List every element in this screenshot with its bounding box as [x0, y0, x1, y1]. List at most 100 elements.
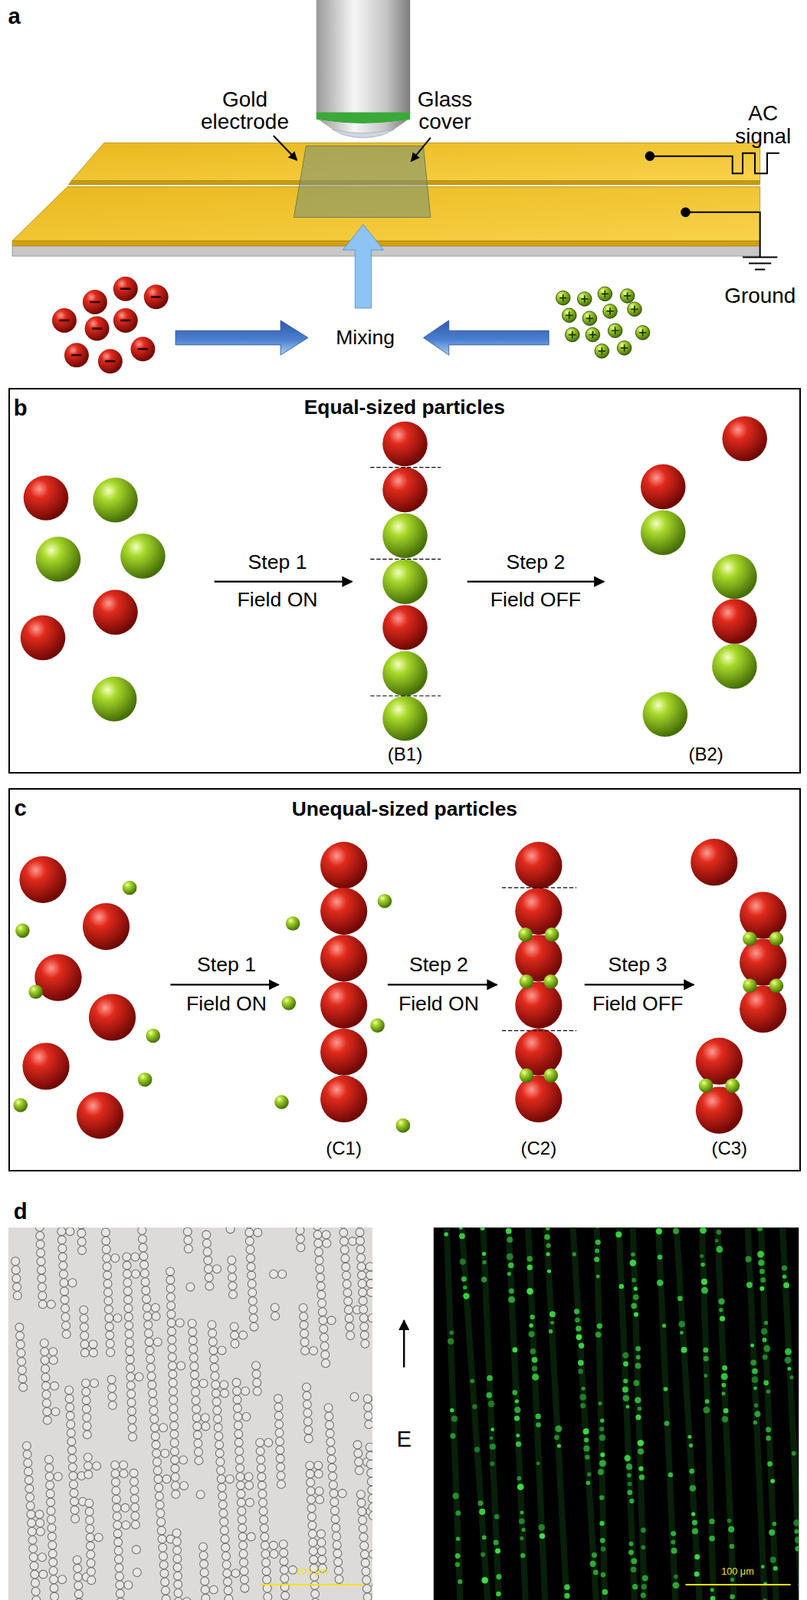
chain-glow: [633, 1226, 645, 1600]
fluorescent-dot: [626, 1472, 632, 1478]
bead: [160, 1577, 170, 1586]
fluorescent-dot: [597, 1400, 602, 1405]
fluorescent-dot: [782, 1274, 787, 1279]
bead: [256, 1455, 266, 1464]
bead: [29, 1552, 38, 1562]
bead: [37, 1552, 46, 1562]
bead: [127, 1406, 136, 1415]
fluorescent-dot: [630, 1251, 636, 1257]
bead: [276, 1462, 286, 1471]
condition-label: Field OFF: [592, 993, 683, 1015]
bead: [331, 1522, 341, 1532]
red-particle: [64, 342, 89, 368]
bead: [104, 1287, 113, 1296]
bead: [119, 1459, 128, 1469]
bead: [150, 1302, 160, 1312]
bead: [28, 1535, 37, 1544]
bead: [303, 1408, 312, 1418]
green-particle: [519, 1068, 535, 1083]
fluorescent-dot: [629, 1259, 637, 1267]
red-particle: [82, 902, 130, 950]
green-particle: [137, 1072, 153, 1087]
fluorescent-dot: [489, 1443, 496, 1450]
bead: [274, 1402, 283, 1411]
bead: [146, 1354, 155, 1363]
break-line: [501, 886, 577, 888]
fluorescent-dot: [495, 1548, 501, 1554]
bead: [70, 1496, 79, 1506]
bead: [38, 1299, 47, 1309]
bead: [82, 1387, 91, 1396]
red-particle: [382, 467, 428, 513]
bead: [190, 1370, 200, 1379]
fluorescent-dot: [688, 1443, 693, 1447]
bead: [151, 1311, 161, 1320]
bead: [239, 1558, 249, 1567]
bead: [150, 1414, 159, 1424]
bead: [155, 1499, 165, 1509]
bead: [239, 1540, 248, 1549]
bead: [153, 1337, 162, 1346]
bead: [105, 1338, 115, 1348]
bead: [104, 1295, 113, 1305]
bead: [129, 1468, 138, 1477]
bead: [299, 1320, 309, 1329]
green-particle: [769, 977, 785, 993]
bead: [92, 1461, 102, 1470]
red-particle: [76, 1091, 124, 1139]
fluorescent-dot: [694, 1571, 700, 1577]
bead: [342, 1270, 352, 1280]
bead: [232, 1377, 241, 1387]
fluorescent-dot: [546, 1243, 552, 1248]
bead: [234, 1437, 243, 1447]
bead: [304, 1425, 313, 1434]
bead: [279, 1556, 289, 1565]
bead: [315, 1264, 325, 1273]
fluorescent-dot: [691, 1511, 696, 1516]
bead: [111, 1486, 121, 1495]
negative-charge: [71, 354, 82, 357]
bead: [170, 1472, 180, 1481]
bead: [190, 1378, 200, 1388]
fluorescent-dot: [482, 1535, 487, 1540]
step-label: Step 1: [196, 954, 256, 976]
bead: [41, 1372, 50, 1382]
bead: [359, 1532, 368, 1542]
fluorescent-dot: [672, 1581, 680, 1588]
bead: [47, 1514, 56, 1523]
fluorescent-dot: [584, 1453, 590, 1459]
bead: [367, 1493, 373, 1503]
bead: [172, 1536, 181, 1546]
bead: [90, 1378, 99, 1388]
fluorescent-dot: [626, 1463, 634, 1470]
fluorescent-dot: [623, 1377, 628, 1383]
bead: [366, 1450, 373, 1460]
bead: [153, 1466, 162, 1475]
bead: [239, 1330, 248, 1339]
bead: [368, 1502, 373, 1511]
red-particle: [695, 1086, 743, 1134]
bead: [86, 1549, 96, 1559]
bead: [356, 1236, 365, 1245]
bead: [59, 1269, 68, 1279]
bead: [51, 1407, 60, 1416]
bead: [144, 1320, 153, 1329]
bead: [42, 1415, 52, 1424]
fluorescent-dot: [627, 1481, 633, 1487]
bead: [368, 1511, 373, 1520]
bead: [222, 1559, 231, 1569]
bead: [81, 1378, 90, 1388]
bead: [180, 1480, 189, 1490]
mixing-arrow: [175, 320, 309, 355]
bead: [182, 1597, 191, 1600]
bead: [357, 1506, 367, 1516]
positive-charge: [630, 305, 638, 313]
particle-chains: [11, 1226, 373, 1600]
bead: [235, 1454, 244, 1464]
bead: [45, 1463, 54, 1472]
fluorescent-dot: [535, 1413, 542, 1419]
fluorescent-dot: [783, 1282, 790, 1289]
bead: [169, 1404, 178, 1413]
red-particle: [515, 980, 562, 1028]
bead: [30, 1577, 40, 1587]
